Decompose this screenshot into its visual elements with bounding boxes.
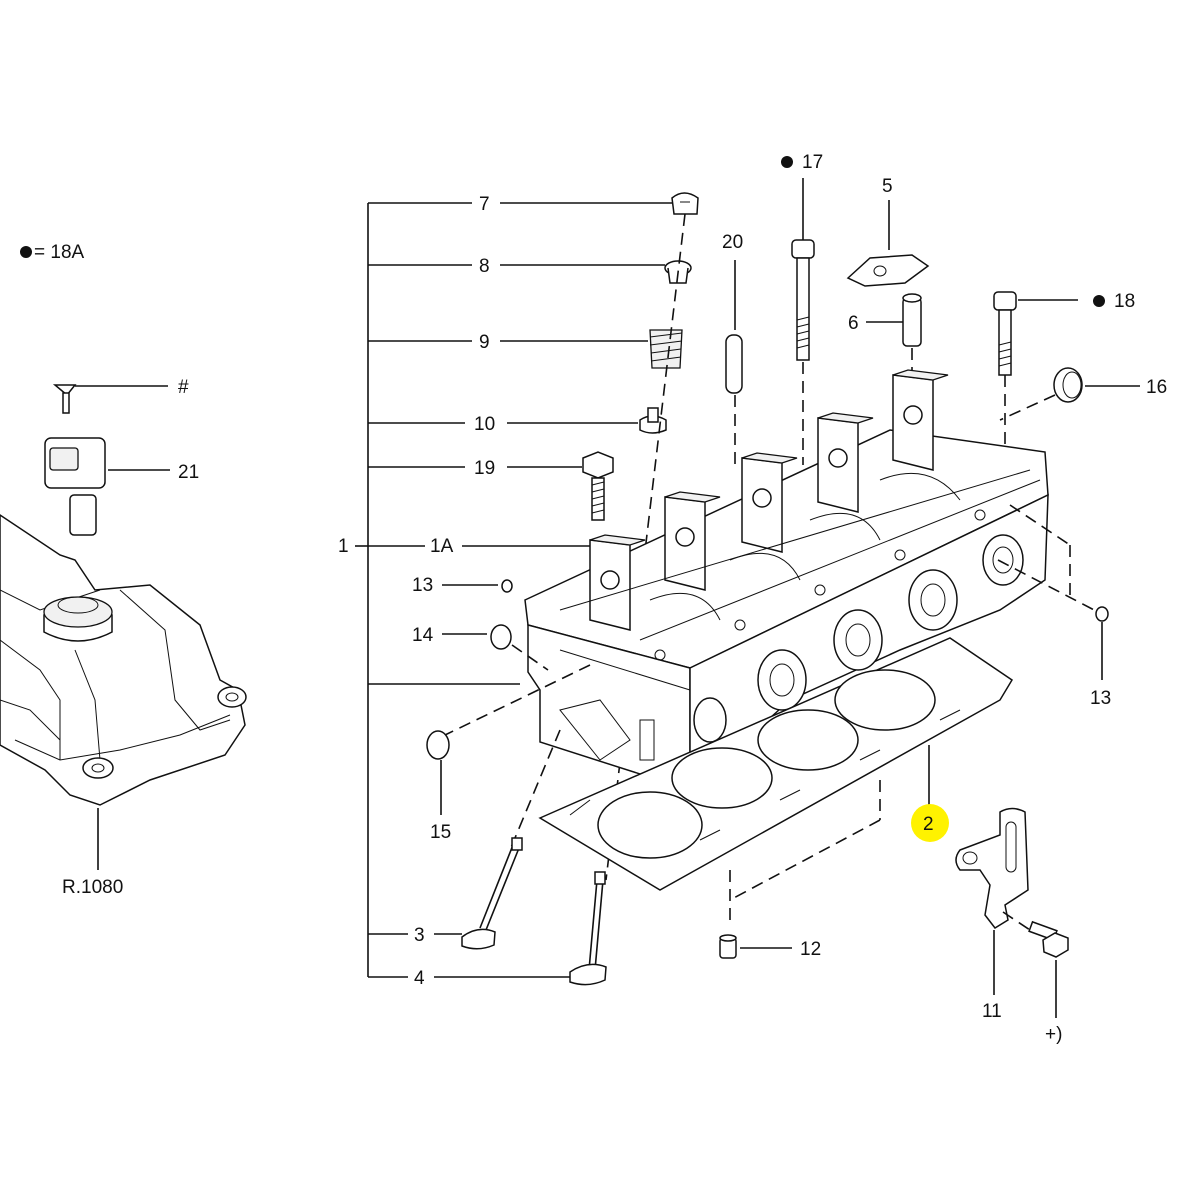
label-7: 7: [479, 194, 490, 215]
label-ref: R.1080: [62, 877, 123, 898]
head-gasket-2: [538, 637, 1014, 920]
label-15: 15: [430, 822, 451, 843]
legend-text: = 18A: [34, 242, 85, 263]
label-16: 16: [1146, 377, 1167, 398]
highlight-marker: [911, 804, 949, 842]
label-plus: +): [1045, 1024, 1062, 1045]
dowel-12: [719, 934, 792, 959]
label-18: 18: [1114, 291, 1135, 312]
valve-train-parts: [605, 192, 699, 881]
label-21: 21: [178, 462, 199, 483]
label-hash: #: [178, 377, 189, 398]
cylinder-head: [524, 369, 1049, 792]
label-13-right: 13: [1090, 688, 1111, 709]
label-1a: 1A: [430, 536, 454, 557]
dot-icon: [20, 246, 32, 258]
label-11: 11: [982, 1001, 1002, 1022]
label-17: 17: [802, 152, 823, 173]
valve-guide-20: [725, 260, 743, 470]
label-8: 8: [479, 256, 490, 277]
bolt-19: [582, 451, 614, 521]
plug-16: [999, 367, 1140, 421]
label-14: 14: [412, 625, 434, 646]
callout-bracket-1: [355, 202, 673, 978]
label-2: 2: [923, 814, 934, 835]
label-19: 19: [474, 458, 495, 479]
label-1: 1: [338, 536, 349, 557]
dot-icon: [1093, 295, 1105, 307]
lifter-6: [866, 293, 922, 470]
valves: [461, 837, 607, 986]
sensor-assembly: [44, 384, 170, 536]
lifting-eye-11: [955, 807, 1069, 1018]
label-5: 5: [882, 176, 893, 197]
label-9: 9: [479, 332, 490, 353]
label-10: 10: [474, 414, 495, 435]
label-3: 3: [414, 925, 425, 946]
dot-icon: [781, 156, 793, 168]
label-12: 12: [800, 939, 821, 960]
seals: [426, 579, 1109, 815]
label-6: 6: [848, 313, 859, 334]
label-13-left: 13: [412, 575, 433, 596]
dashed-leaders: [444, 504, 1099, 851]
callout-labels: = 18A 1 1A 7 8 9 10 19 13 14 15 3 4 20 1…: [20, 152, 1167, 1045]
bolt-17: [791, 178, 815, 465]
valve-cover: [0, 514, 247, 870]
label-4: 4: [414, 968, 425, 989]
rocker-arm-5: [846, 200, 930, 287]
label-20: 20: [722, 232, 743, 253]
